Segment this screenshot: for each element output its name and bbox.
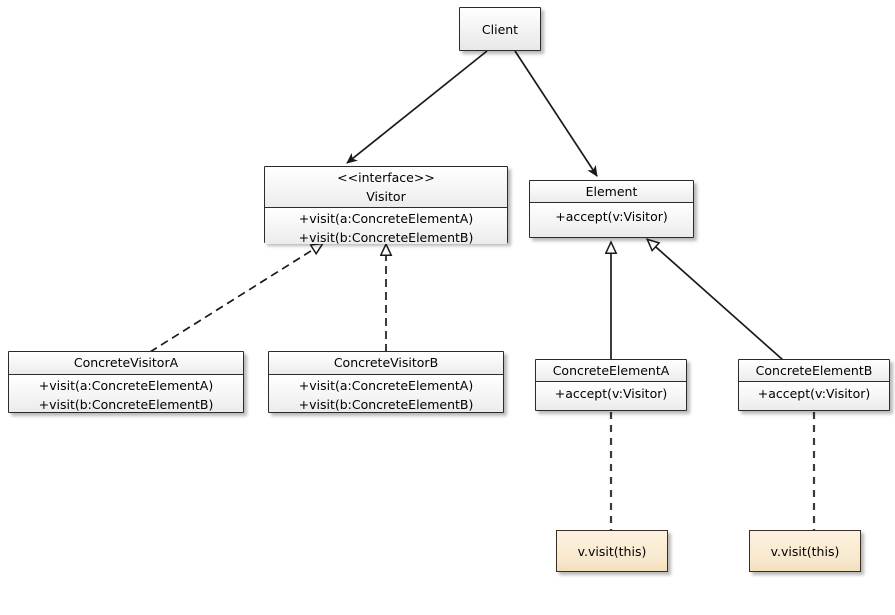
note-text-a: v.visit(this) xyxy=(577,543,647,559)
class-name-concreteelementa: ConcreteElementA xyxy=(552,363,670,378)
class-box-concretevisitora[interactable]: ConcreteVisitorA +visit(a:ConcreteElemen… xyxy=(8,351,244,413)
note-text-b: v.visit(this) xyxy=(770,543,840,559)
concretevisitorb-method-0: +visit(a:ConcreteElementA) xyxy=(298,378,474,393)
note-concreteelementa[interactable]: v.visit(this) xyxy=(556,530,668,572)
concreteelementa-method-0: +accept(v:Visitor) xyxy=(554,386,668,401)
visitor-header-compartment: <<interface>> Visitor xyxy=(265,167,507,207)
note-concreteelementb[interactable]: v.visit(this) xyxy=(749,530,861,572)
concreteelementb-header-compartment: ConcreteElementB xyxy=(739,360,889,381)
edge-client-visitor xyxy=(346,50,488,164)
concretevisitorb-header-compartment: ConcreteVisitorB xyxy=(269,352,503,374)
class-name-client: Client xyxy=(481,21,519,37)
edge-client-element xyxy=(514,50,598,177)
class-box-client[interactable]: Client xyxy=(459,7,541,51)
concretevisitora-method-1: +visit(b:ConcreteElementB) xyxy=(38,397,214,412)
concretevisitora-header-compartment: ConcreteVisitorA xyxy=(9,352,243,374)
class-name-visitor: Visitor xyxy=(366,189,406,204)
concreteelementa-methods-compartment: +accept(v:Visitor) xyxy=(536,381,686,410)
concretevisitorb-method-1: +visit(b:ConcreteElementB) xyxy=(298,397,474,412)
edge-concretevisitora-visitor xyxy=(149,244,322,353)
class-box-visitor[interactable]: <<interface>> Visitor +visit(a:ConcreteE… xyxy=(264,166,508,245)
concreteelementa-header-compartment: ConcreteElementA xyxy=(536,360,686,381)
concretevisitora-method-0: +visit(a:ConcreteElementA) xyxy=(38,378,214,393)
class-box-element[interactable]: Element +accept(v:Visitor) xyxy=(529,180,694,238)
concretevisitora-methods-compartment: +visit(a:ConcreteElementA) +visit(b:Conc… xyxy=(9,374,243,412)
class-box-concreteelementa[interactable]: ConcreteElementA +accept(v:Visitor) xyxy=(535,359,687,411)
visitor-stereotype: <<interface>> xyxy=(337,170,435,185)
visitor-method-1: +visit(b:ConcreteElementB) xyxy=(298,230,474,245)
edge-concreteelementb-element xyxy=(648,240,784,361)
element-methods-compartment: +accept(v:Visitor) xyxy=(530,202,693,237)
visitor-methods-compartment: +visit(a:ConcreteElementA) +visit(b:Conc… xyxy=(265,207,507,245)
class-name-concretevisitora: ConcreteVisitorA xyxy=(73,355,179,370)
concreteelementb-method-0: +accept(v:Visitor) xyxy=(757,386,871,401)
class-name-concreteelementb: ConcreteElementB xyxy=(755,363,873,378)
visitor-method-0: +visit(a:ConcreteElementA) xyxy=(298,211,474,226)
class-box-concretevisitorb[interactable]: ConcreteVisitorB +visit(a:ConcreteElemen… xyxy=(268,351,504,413)
element-header-compartment: Element xyxy=(530,181,693,202)
class-name-concretevisitorb: ConcreteVisitorB xyxy=(333,355,439,370)
concretevisitorb-methods-compartment: +visit(a:ConcreteElementA) +visit(b:Conc… xyxy=(269,374,503,412)
class-name-element: Element xyxy=(585,184,638,199)
concreteelementb-methods-compartment: +accept(v:Visitor) xyxy=(739,381,889,410)
element-method-0: +accept(v:Visitor) xyxy=(555,209,668,224)
class-box-concreteelementb[interactable]: ConcreteElementB +accept(v:Visitor) xyxy=(738,359,890,411)
